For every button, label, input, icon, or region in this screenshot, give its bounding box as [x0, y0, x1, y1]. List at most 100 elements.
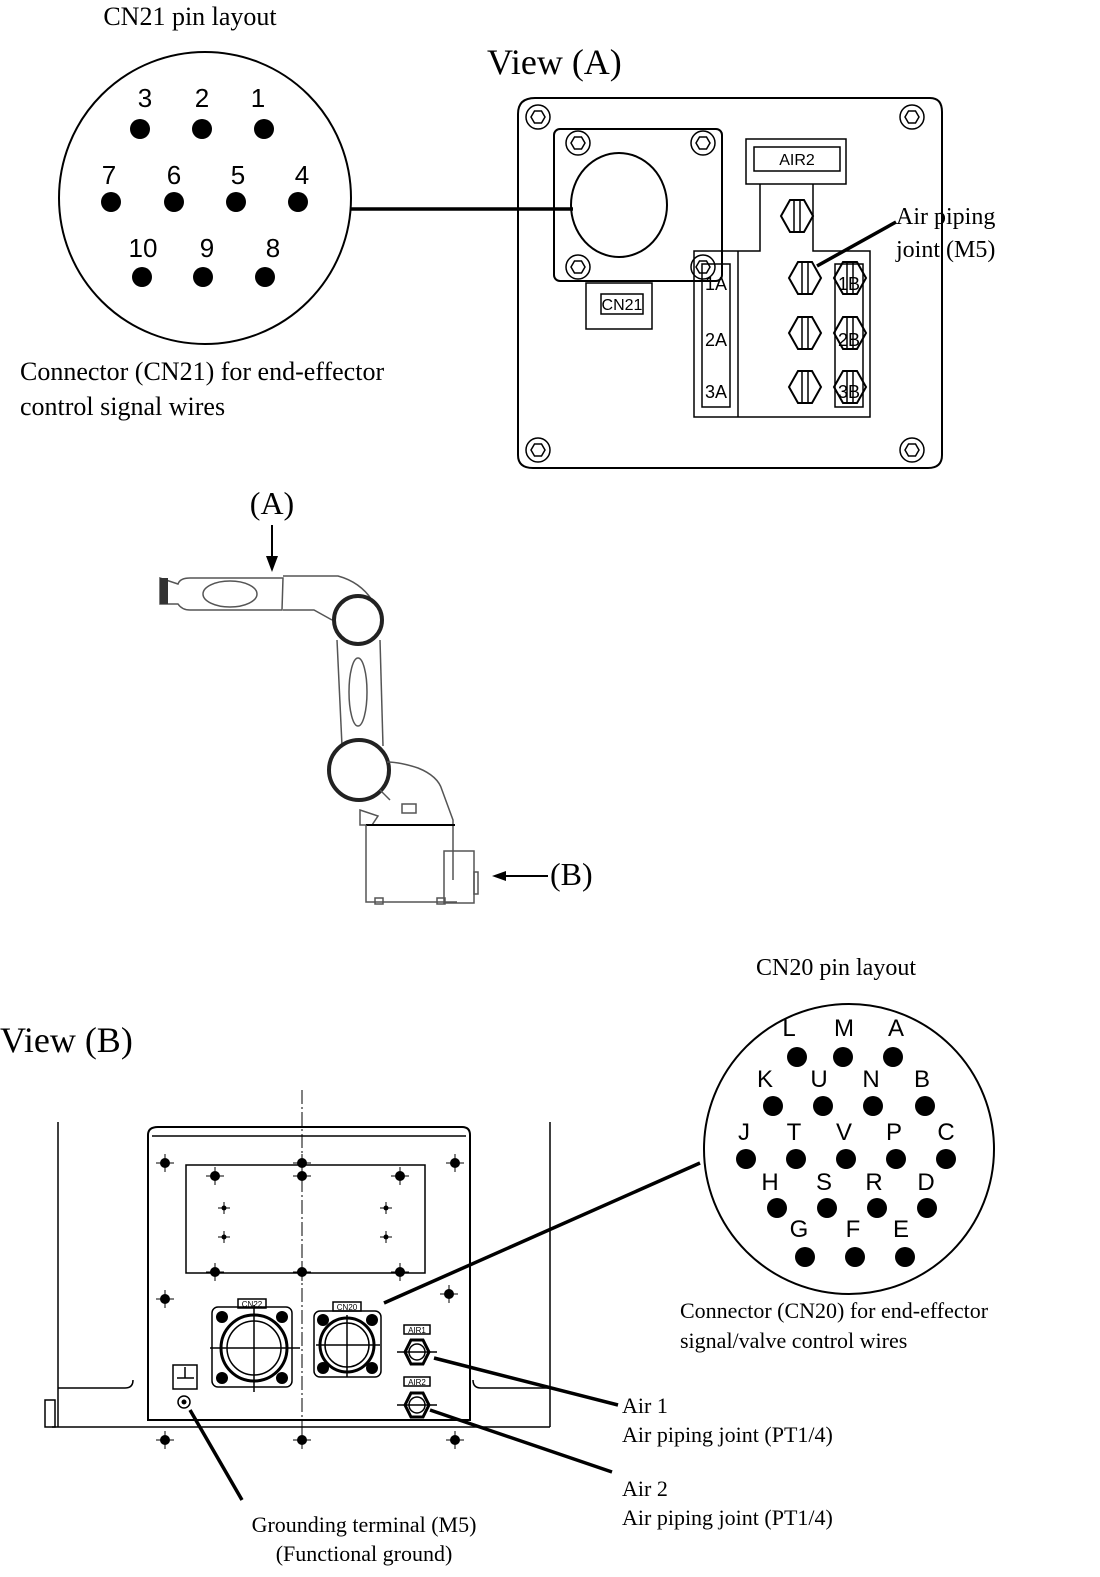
pin-dot — [817, 1198, 837, 1218]
mounting-bolt — [446, 1431, 464, 1449]
mounting-bolt — [156, 1431, 174, 1449]
view-b-air1-port: AIR1 — [397, 1324, 437, 1366]
mounting-bolt — [446, 1154, 464, 1172]
pin-dot — [164, 192, 184, 212]
ground-callout-line2: (Functional ground) — [276, 1541, 453, 1566]
view-a-air-manifold: AIR2 1A 2A 3A 1B 2B 3B — [693, 138, 871, 418]
air1-callout-line1: Air 1 — [622, 1393, 668, 1418]
mounting-hole — [218, 1231, 230, 1243]
view-a-cn21-label: CN21 — [602, 297, 643, 314]
mounting-bolt — [391, 1167, 409, 1185]
air-joint-fitting — [832, 261, 868, 295]
air1-callout-line2: Air piping joint (PT1/4) — [622, 1422, 833, 1447]
pin-label: K — [757, 1066, 773, 1093]
pin-dot — [787, 1047, 807, 1067]
air2-callout-line2: Air piping joint (PT1/4) — [622, 1505, 833, 1530]
pin-dot — [288, 192, 308, 212]
pin-label: A — [888, 1015, 904, 1042]
pin-label: S — [816, 1169, 832, 1196]
cn21-caption-line1: Connector (CN21) for end-effector — [20, 357, 384, 386]
view-a-port-label: 1B — [838, 274, 860, 294]
pin-label: B — [914, 1066, 930, 1093]
pin-label: T — [787, 1119, 802, 1146]
view-b-mounting-bolts — [156, 1154, 464, 1449]
cn20-title: CN20 pin layout — [756, 955, 916, 981]
pin-dot — [795, 1247, 815, 1267]
view-b-plate — [147, 1126, 471, 1421]
view-a-port-label: 1A — [705, 274, 727, 294]
arrow-b-head — [492, 871, 506, 881]
view-b-cn20-connector: CN20 — [313, 1301, 382, 1378]
pin-dot — [845, 1247, 865, 1267]
cn21-caption-line2: control signal wires — [20, 392, 225, 421]
arrow-a-head — [266, 556, 278, 572]
mounting-bolt — [391, 1263, 409, 1281]
ground-callout-line1: Grounding terminal (M5) — [252, 1512, 477, 1537]
mounting-bolt — [206, 1263, 224, 1281]
pin-dot — [130, 119, 150, 139]
view-b-air2-tag: AIR2 — [408, 1378, 426, 1387]
mounting-bolt — [440, 1285, 458, 1303]
air-joint-fitting — [787, 261, 823, 295]
pin-label: G — [790, 1216, 809, 1243]
pin-label: 9 — [200, 233, 214, 263]
mounting-hole — [380, 1231, 392, 1243]
pin-dot — [886, 1149, 906, 1169]
air-joint-fitting — [787, 370, 823, 404]
mounting-bolt — [156, 1290, 174, 1308]
pin-label: M — [834, 1015, 854, 1042]
pin-label: J — [738, 1119, 750, 1146]
cn21-title: CN21 pin layout — [103, 2, 277, 31]
pin-dot — [863, 1096, 883, 1116]
air2-callout-line1: Air 2 — [622, 1476, 668, 1501]
pin-label: 5 — [231, 160, 245, 190]
view-a-cn21-connector: CN21 — [553, 128, 723, 330]
view-b-cn22-connector: CN22 — [210, 1298, 300, 1392]
pin-label: 8 — [266, 233, 280, 263]
cn20-caption-line1: Connector (CN20) for end-effector — [680, 1298, 989, 1323]
air-piping-callout-line2: joint (M5) — [895, 237, 995, 263]
air-piping-leader-line — [816, 220, 897, 268]
mounting-bolt — [156, 1154, 174, 1172]
pin-label: V — [836, 1119, 852, 1146]
cn20-connector-outline — [703, 1003, 995, 1295]
view-b-cn22-label: CN22 — [242, 1300, 263, 1309]
pin-dot — [836, 1149, 856, 1169]
pin-dot — [767, 1198, 787, 1218]
pin-label: 7 — [102, 160, 116, 190]
pin-label: 1 — [251, 83, 265, 113]
pin-dot — [833, 1047, 853, 1067]
view-a-title: View (A) — [487, 42, 622, 82]
pin-label: E — [893, 1216, 909, 1243]
pin-dot — [867, 1198, 887, 1218]
pin-dot — [226, 192, 246, 212]
pin-dot — [786, 1149, 806, 1169]
pin-dot — [883, 1047, 903, 1067]
view-b-cn20-label: CN20 — [337, 1303, 358, 1312]
view-a-air2-label: AIR2 — [779, 152, 815, 169]
pin-dot — [192, 119, 212, 139]
air-joint-fitting — [787, 316, 823, 350]
mounting-bolt — [206, 1167, 224, 1185]
pin-label: R — [865, 1169, 882, 1196]
pin-dot — [132, 267, 152, 287]
view-a-corner-screws — [525, 104, 925, 463]
air-joint-fitting — [832, 316, 868, 350]
view-b-air1-tag: AIR1 — [408, 1326, 426, 1335]
robot-side-view: (A) (B) — [159, 485, 593, 905]
pin-label: H — [761, 1169, 778, 1196]
cn20-caption-line2: signal/valve control wires — [680, 1328, 907, 1353]
air-joint-fitting — [832, 370, 868, 404]
mounting-bolt — [293, 1167, 311, 1185]
pin-label: U — [810, 1066, 827, 1093]
pin-label: 6 — [167, 160, 181, 190]
view-a-port-label: 2B — [838, 330, 860, 350]
mounting-hole — [218, 1202, 230, 1214]
pin-dot — [255, 267, 275, 287]
mounting-hole — [380, 1202, 392, 1214]
mounting-bolt — [293, 1263, 311, 1281]
air2-leader-line — [429, 1408, 613, 1474]
